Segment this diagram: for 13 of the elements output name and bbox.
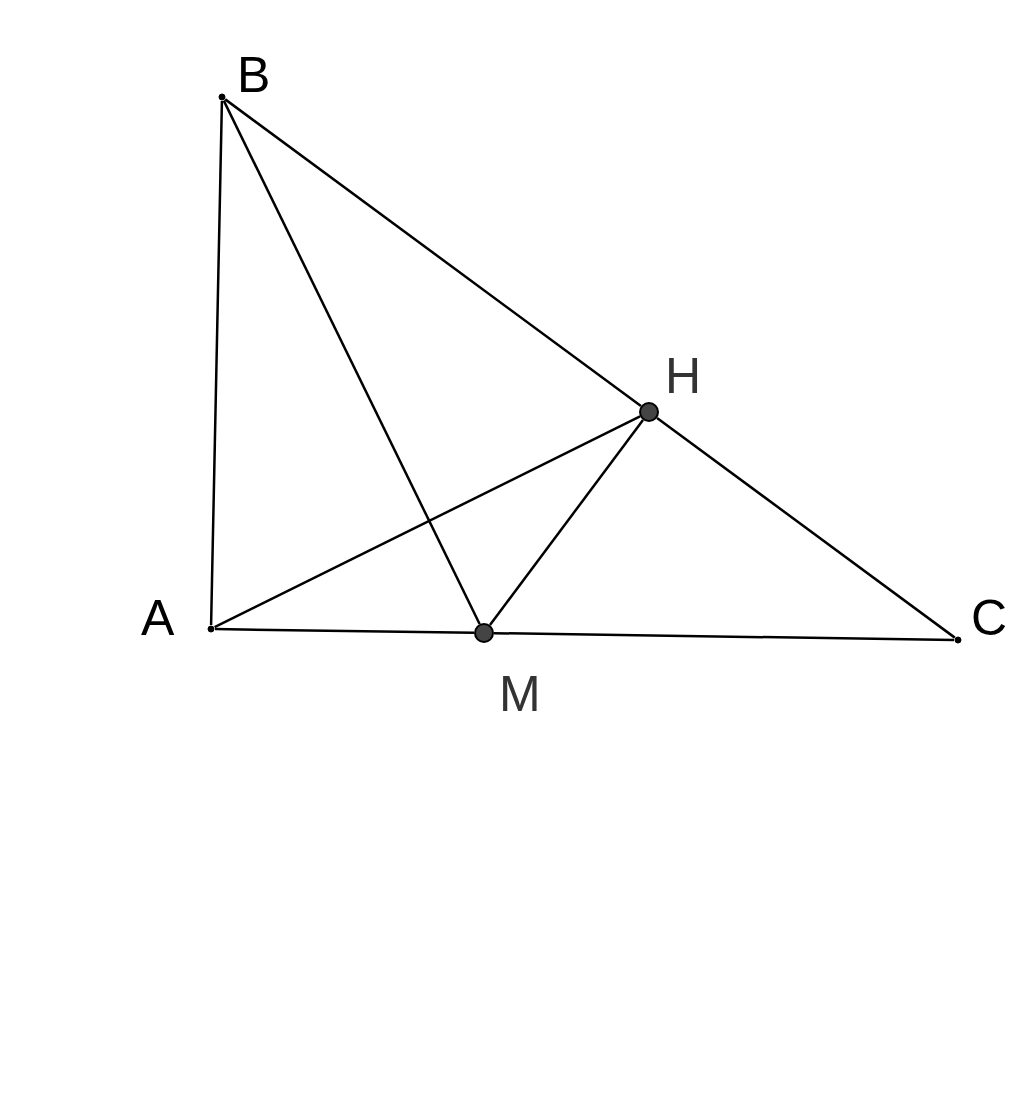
labelled-point: C bbox=[954, 590, 1008, 646]
line-segment bbox=[488, 419, 645, 626]
line-segment bbox=[494, 631, 954, 642]
labelled-point: B bbox=[218, 47, 271, 103]
line-segment bbox=[656, 416, 956, 639]
line-segment bbox=[224, 98, 642, 408]
labelled-point: H bbox=[639, 348, 702, 422]
line-segment bbox=[209, 100, 224, 626]
line-segment bbox=[215, 627, 474, 635]
line-segment bbox=[222, 100, 481, 625]
labelled-point: M bbox=[474, 623, 541, 722]
labelled-point: A bbox=[141, 590, 215, 646]
line-segment bbox=[214, 415, 641, 629]
